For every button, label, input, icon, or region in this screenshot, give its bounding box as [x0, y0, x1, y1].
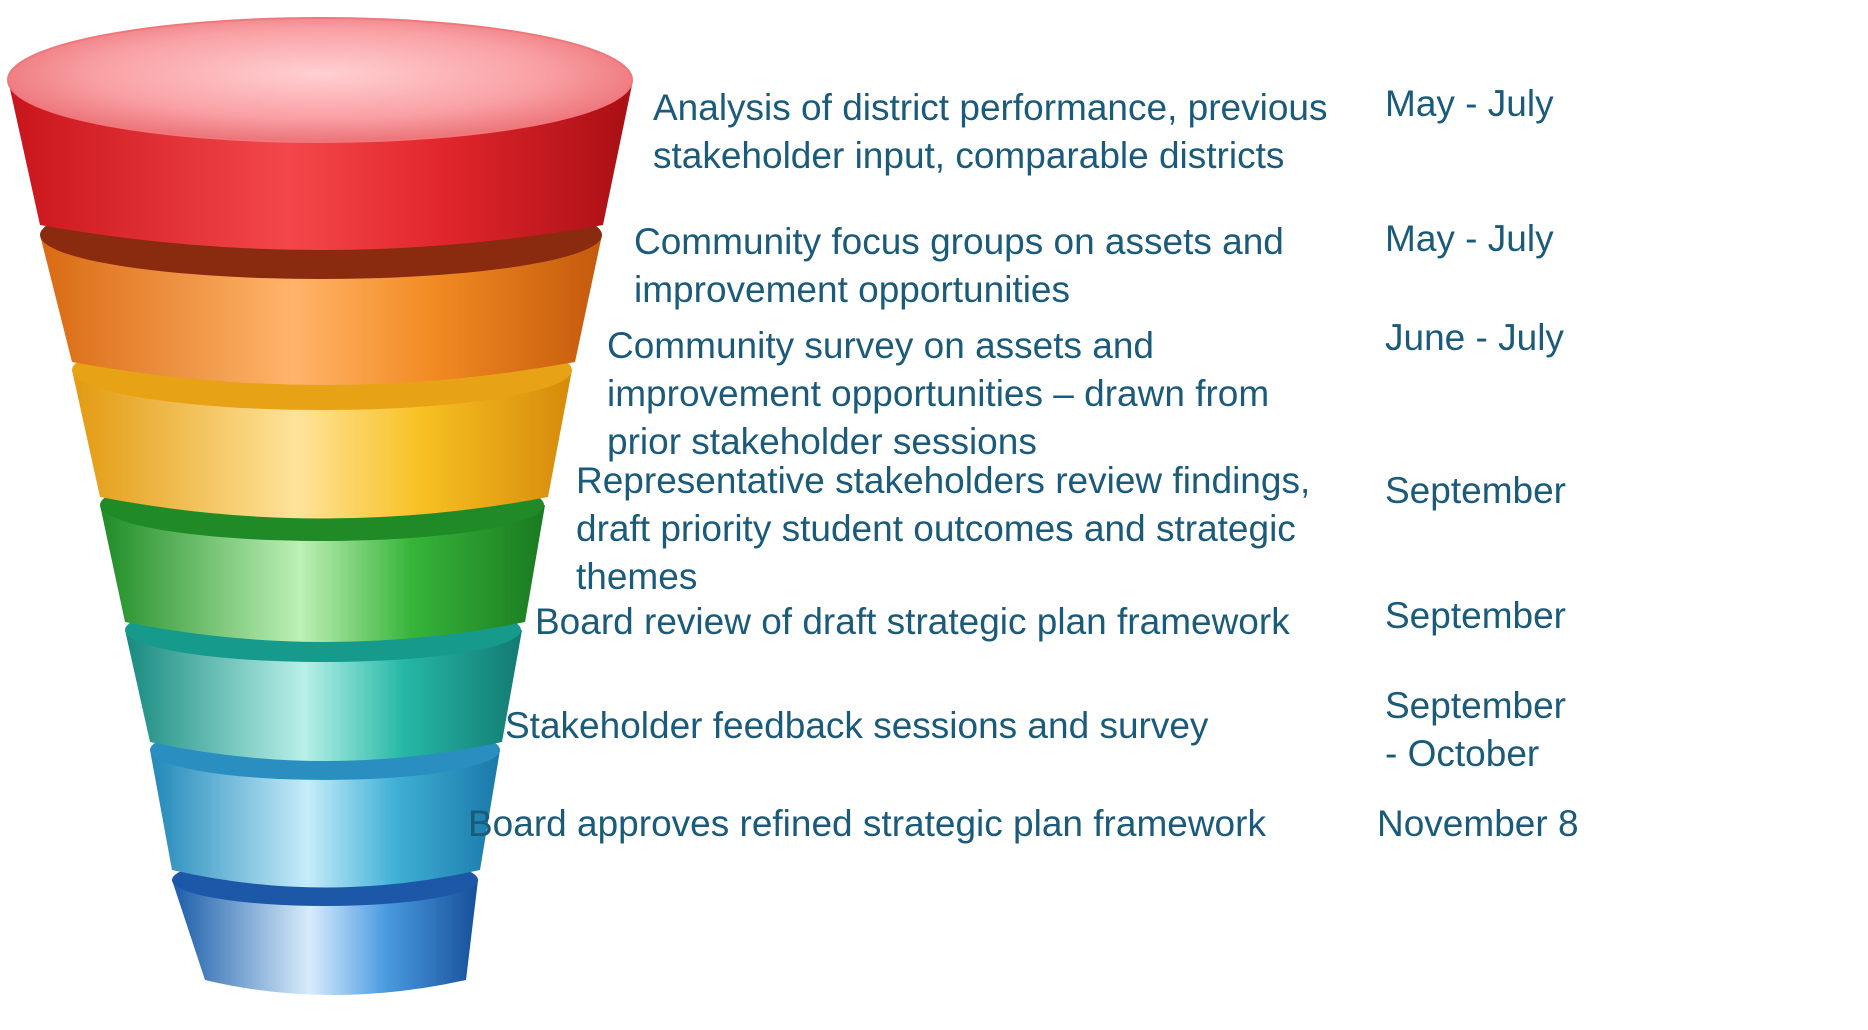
step-5-description: Board review of draft strategic plan fra… [535, 601, 1290, 642]
step-6-description: Stakeholder feedback sessions and survey [505, 705, 1209, 746]
step-6-timing: September - October [1385, 685, 1566, 774]
step-5-timing: September [1385, 595, 1566, 636]
step-1-description: Analysis of district performance, previo… [653, 87, 1328, 176]
funnel-layer-red [7, 17, 633, 250]
step-7-timing: November 8 [1377, 803, 1579, 844]
step-3-timing: June - July [1385, 317, 1564, 358]
step-7-description: Board approves refined strategic plan fr… [468, 803, 1266, 844]
step-1-timing: May - July [1385, 83, 1554, 124]
step-2-timing: May - July [1385, 218, 1554, 259]
funnel-graphic [7, 17, 633, 995]
step-4-timing: September [1385, 470, 1566, 511]
step-2-description: Community focus groups on assets and imp… [634, 221, 1284, 310]
step-3-description: Community survey on assets and improveme… [607, 325, 1270, 462]
step-4-description: Representative stakeholders review findi… [576, 460, 1311, 597]
